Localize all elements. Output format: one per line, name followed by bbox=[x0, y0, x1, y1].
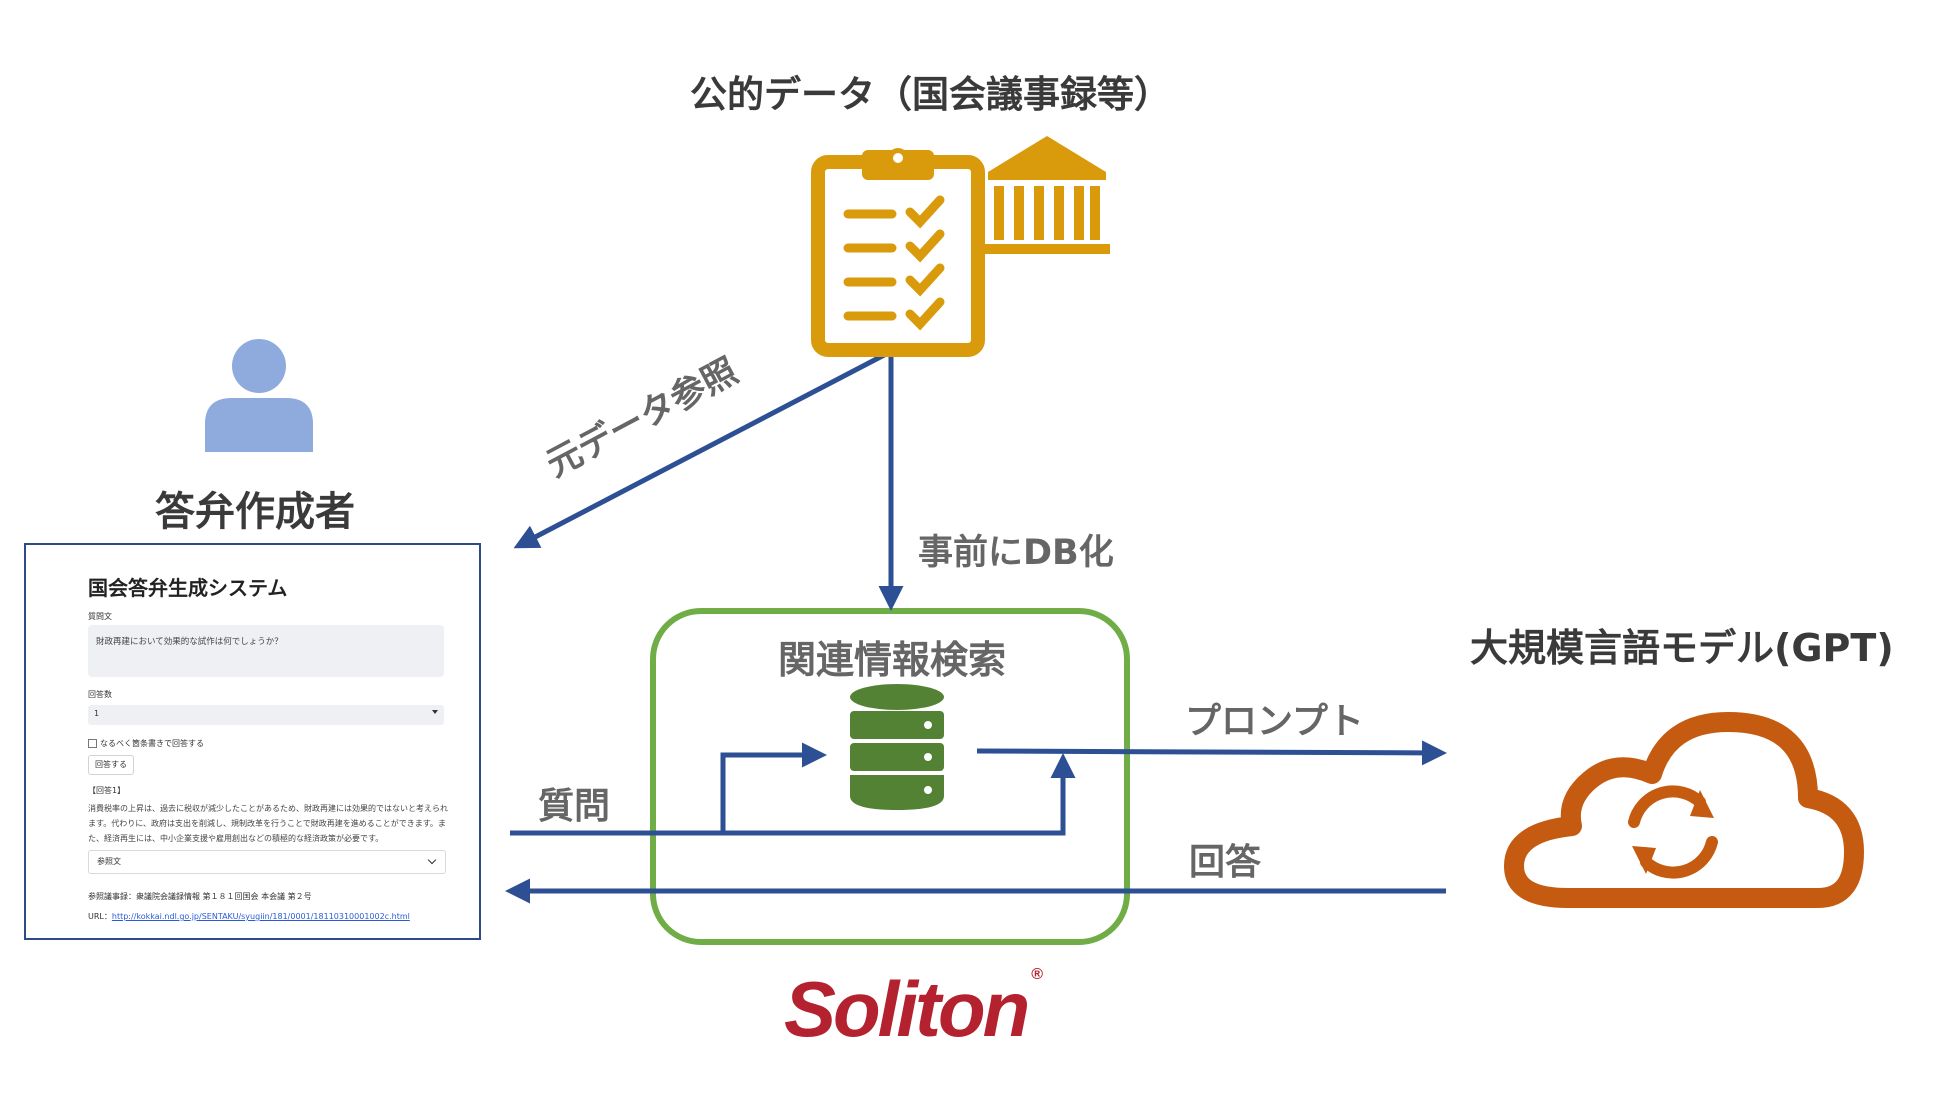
answer-text: 消費税率の上昇は、過去に税収が減少したことがあるため、財政再建には効果的ではない… bbox=[88, 804, 448, 843]
cloud-sync-icon bbox=[1504, 712, 1864, 908]
url-line: URL：http://kokkai.ndl.go.jp/SENTAKU/syug… bbox=[88, 911, 410, 922]
app-window: 国会答弁生成システム 質問文 財政再建において効果的な試作は何でしょうか？ 回答… bbox=[24, 543, 481, 940]
arrow-label-db: 事前にDB化 bbox=[918, 533, 1114, 573]
page-title: 公的データ（国会議事録等） bbox=[690, 73, 1171, 116]
arrow-label-answer: 回答 bbox=[1189, 842, 1262, 883]
url-label: URL： bbox=[88, 912, 112, 921]
submit-button[interactable]: 回答する bbox=[88, 755, 134, 775]
bullet-checkbox[interactable] bbox=[88, 739, 97, 748]
bank-building-icon bbox=[984, 136, 1110, 254]
answer-heading: 【回答1】 bbox=[88, 786, 126, 795]
arrow-prompt bbox=[976, 740, 1447, 766]
person-icon bbox=[205, 339, 313, 452]
source-text: 参照議事録：衆議院会議録情報 第１８１回国会 本会議 第２号 bbox=[88, 892, 312, 901]
chevron-down-icon bbox=[427, 855, 437, 865]
reference-expander[interactable]: 参照文 bbox=[88, 850, 446, 874]
checkbox-label: なるべく箇条書きで回答する bbox=[100, 739, 204, 748]
arrow-reference bbox=[513, 350, 890, 549]
arrow-label-prompt: プロンプト bbox=[1185, 701, 1364, 742]
registered-mark: ® bbox=[1031, 966, 1043, 983]
brand-name: Soliton bbox=[784, 965, 1030, 1053]
arrow-question-to-db bbox=[510, 742, 827, 836]
llm-label: 大規模言語モデル(GPT) bbox=[1470, 626, 1894, 670]
user-label: 答弁作成者 bbox=[155, 489, 355, 535]
arrow-label-question: 質問 bbox=[538, 786, 611, 827]
question-text: 財政再建において効果的な試作は何でしょうか？ bbox=[96, 637, 283, 647]
question-textarea[interactable]: 財政再建において効果的な試作は何でしょうか？ bbox=[88, 625, 444, 677]
count-value: 1 bbox=[94, 709, 100, 718]
source-link[interactable]: http://kokkai.ndl.go.jp/SENTAKU/syugiin/… bbox=[111, 912, 410, 921]
clipboard-checklist-icon bbox=[811, 148, 985, 357]
arrow-question-bypass bbox=[720, 753, 1076, 836]
reference-label: 参照文 bbox=[97, 857, 121, 866]
database-icon bbox=[850, 684, 944, 810]
count-select[interactable]: 1 bbox=[88, 705, 444, 725]
search-label: 関連情報検索 bbox=[778, 638, 1007, 682]
soliton-logo: Soliton® bbox=[784, 964, 1043, 1055]
caret-down-icon bbox=[432, 710, 438, 714]
question-label: 質問文 bbox=[88, 612, 112, 621]
search-box bbox=[650, 608, 1130, 945]
count-label: 回答数 bbox=[88, 690, 112, 699]
arrows bbox=[505, 350, 1447, 904]
app-title: 国会答弁生成システム bbox=[88, 576, 288, 600]
